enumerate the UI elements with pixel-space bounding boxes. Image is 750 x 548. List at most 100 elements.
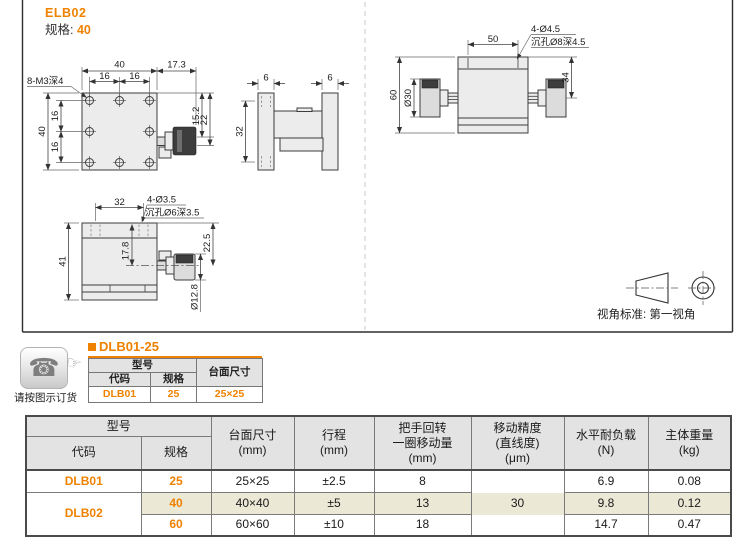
- dim-plan-height: 40: [37, 126, 48, 137]
- order-caption: 请按图示订货: [14, 392, 77, 404]
- dim-front-knob-dia: Ø30: [403, 89, 414, 107]
- spec-value: 40: [76, 22, 91, 37]
- dim-gap-span: 32: [235, 126, 246, 137]
- dim-front-pitch: 50: [488, 34, 499, 45]
- dim-plan-pitch-a: 16: [99, 71, 110, 82]
- projection-note: 视角标准: 第一视角: [597, 307, 695, 321]
- mounting-holes: [83, 94, 156, 169]
- col-header-handle: 把手回转 一圈移动量 (mm): [373, 415, 472, 471]
- col-header-spec: 规格: [140, 435, 212, 471]
- order-header-model: 型号: [88, 358, 197, 373]
- cell-handle-40: 13: [373, 491, 472, 515]
- order-example-code: DLB01-25: [99, 339, 159, 354]
- cell-stroke-60: ±10: [293, 513, 375, 537]
- dim-side-pitch: 32: [114, 197, 125, 208]
- orange-square-icon: [88, 343, 96, 351]
- spec-table: 型号 台面尺寸 (mm) 行程 (mm) 把手回转 一圈移动量 (mm) 移动精…: [25, 415, 732, 537]
- cell-size-25: 25×25: [210, 469, 295, 493]
- col-header-stroke: 行程 (mm): [293, 415, 375, 471]
- feed-knob-plan: [156, 126, 197, 159]
- dim-gap-left: 6: [263, 73, 268, 84]
- dim-plan-knob-a: 15.2: [191, 107, 202, 126]
- pointing-hand-icon: ☞: [64, 352, 84, 375]
- drawing-frame: [21, 0, 734, 333]
- view-plan: 40 17.3 16 16 40 16 16 8-M3深4 15.2 22: [27, 60, 214, 171]
- model-title: ELB02: [45, 6, 87, 20]
- cell-weight-25: 0.08: [647, 469, 732, 493]
- order-header-size: 台面尺寸: [196, 358, 263, 387]
- label-side-cbore: 沉孔Ø6深3.5: [145, 208, 199, 219]
- cell-code-dlb01: DLB01: [25, 469, 142, 493]
- side-knob: [156, 250, 196, 281]
- view-gap: 6 6 32: [235, 73, 349, 171]
- order-example-title: DLB01-25: [88, 339, 262, 358]
- cell-stroke-40: ±5: [293, 491, 375, 515]
- spec-header-row-2: 代码 规格: [25, 435, 731, 471]
- spec-row-dlb02-60: 60 60×60 ±10 18 14.7 0.47: [26, 513, 732, 537]
- view-front: 50 4-Ø4.5 沉孔Ø8深4.5 60 Ø30 34: [389, 24, 589, 134]
- dim-side-height: 41: [58, 256, 69, 267]
- order-size-value: 25×25: [196, 386, 263, 403]
- cell-size-40: 40×40: [210, 491, 295, 515]
- dim-plan-pitch-d: 16: [50, 142, 61, 153]
- cell-accuracy: 30: [470, 469, 565, 537]
- order-data-row: DLB01 25 25×25: [88, 386, 263, 403]
- spec-line: 规格: 40: [45, 22, 91, 39]
- spec-row-dlb02-40: DLB02 40 40×40 ±5 13 9.8 0.12: [25, 491, 732, 537]
- technical-drawing: 40 17.3 16 16 40 16 16 8-M3深4 15.2 22: [21, 0, 734, 333]
- dim-side-top: 22.5: [202, 234, 213, 253]
- cell-spec-25: 25: [140, 469, 212, 493]
- dim-front-height: 60: [389, 90, 400, 101]
- cell-size-60: 60×60: [210, 513, 295, 537]
- order-header-row-1: 型号 台面尺寸: [88, 358, 263, 387]
- order-header-code: 代码: [88, 372, 151, 387]
- left-knob: [419, 78, 459, 118]
- label-front-holes: 4-Ø4.5: [531, 24, 560, 35]
- cell-load-60: 14.7: [563, 513, 649, 537]
- view-side: 32 4-Ø3.5 沉孔Ø6深3.5 41 17.8 22.5 Ø12.8: [58, 195, 219, 312]
- spec-header-row-1: 型号 台面尺寸 (mm) 行程 (mm) 把手回转 一圈移动量 (mm) 移动精…: [25, 415, 732, 471]
- spec-table-body: DLB01 25 25×25 ±2.5 8 30 6.9 0.08 DLB02 …: [25, 469, 732, 537]
- spec-label: 规格:: [45, 22, 74, 37]
- dim-side-knob-dia: Ø12.8: [190, 284, 201, 310]
- order-header-row-2: 代码 规格: [88, 372, 263, 387]
- title-block: ELB02 规格: 40: [45, 5, 91, 39]
- right-knob: [527, 78, 567, 118]
- dim-plan-side: 17.3: [167, 60, 186, 71]
- cell-load-40: 9.8: [563, 491, 649, 515]
- cell-handle-60: 18: [373, 513, 472, 537]
- cell-weight-60: 0.47: [647, 513, 732, 537]
- dim-plan-pitch-c: 16: [50, 111, 61, 122]
- cell-spec-40: 40: [140, 491, 212, 515]
- order-code-value: DLB01: [88, 386, 151, 403]
- col-header-accuracy: 移动精度 (直线度) (μm): [470, 415, 565, 471]
- order-example-table: 型号 台面尺寸 代码 规格 DLB01 25 25×25: [88, 358, 263, 403]
- dim-side-axis: 17.8: [121, 242, 132, 261]
- cell-weight-40: 0.12: [647, 491, 732, 515]
- cell-spec-60: 60: [140, 513, 212, 537]
- dim-plan-width: 40: [114, 60, 125, 71]
- phone-icon: ☎: [28, 354, 60, 382]
- label-side-holes: 4-Ø3.5: [147, 195, 176, 206]
- first-angle-projection-icon: 视角标准: 第一视角: [597, 271, 718, 321]
- spec-table-head: 型号 台面尺寸 (mm) 行程 (mm) 把手回转 一圈移动量 (mm) 移动精…: [25, 415, 732, 471]
- dim-plan-knob-b: 22: [199, 115, 210, 126]
- order-spec-value: 25: [150, 386, 197, 403]
- label-plan-holes: 8-M3深4: [27, 76, 63, 87]
- col-header-load: 水平耐负载 (N): [563, 415, 649, 471]
- cell-load-25: 6.9: [563, 469, 649, 493]
- cell-handle-25: 8: [373, 469, 472, 493]
- col-header-weight: 主体重量 (kg): [647, 415, 732, 471]
- cell-code-dlb02: DLB02: [25, 491, 142, 537]
- dim-plan-pitch-b: 16: [129, 71, 140, 82]
- cell-stroke-25: ±2.5: [293, 469, 375, 493]
- spec-row-dlb01-25: DLB01 25 25×25 ±2.5 8 30 6.9 0.08: [25, 469, 732, 537]
- dim-front-axis: 34: [561, 72, 572, 83]
- col-header-model: 型号: [25, 415, 212, 437]
- order-header-spec: 规格: [150, 372, 197, 387]
- col-header-size: 台面尺寸 (mm): [210, 415, 295, 471]
- phone-order-box: ☎: [20, 347, 68, 389]
- dim-gap-right: 6: [327, 73, 332, 84]
- col-header-code: 代码: [25, 435, 142, 471]
